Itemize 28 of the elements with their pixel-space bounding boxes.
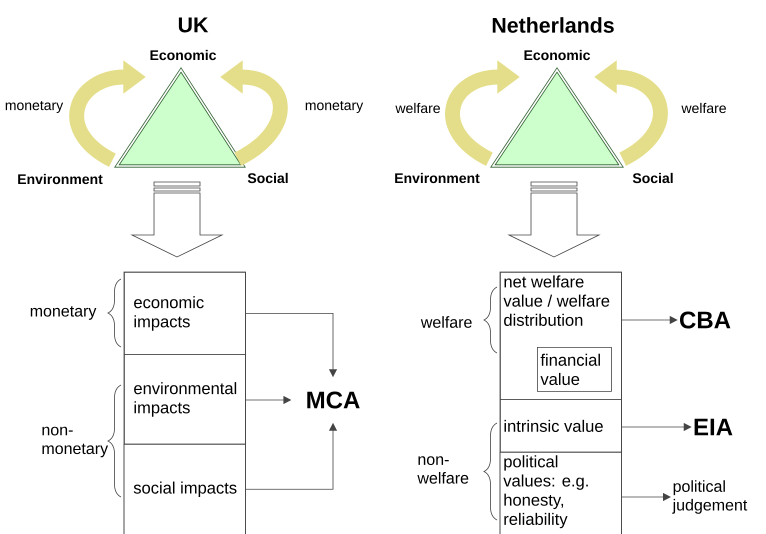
table-cell: economic impacts bbox=[124, 272, 246, 355]
vertex-label: Economic bbox=[150, 50, 216, 60]
panel-title: UK bbox=[178, 18, 208, 32]
table-cell: financial value bbox=[537, 347, 612, 392]
vertex-label: Environment bbox=[395, 172, 480, 184]
outcome-label: political judgement bbox=[672, 480, 748, 514]
table-cell: environmental impacts bbox=[124, 354, 246, 445]
edge-label: welfare bbox=[681, 102, 726, 114]
edge-label: monetary bbox=[306, 101, 364, 113]
table-cell: social impacts bbox=[124, 444, 246, 534]
block-arrow bbox=[507, 182, 601, 258]
vertex-label: Social bbox=[632, 172, 673, 184]
vertex-label: Environment bbox=[18, 174, 103, 184]
edge-label: monetary bbox=[6, 101, 64, 113]
block-arrow bbox=[130, 182, 224, 258]
method-label: CBA bbox=[680, 311, 730, 328]
vertex-label: Economic bbox=[524, 50, 590, 60]
brace-label: monetary bbox=[30, 306, 96, 320]
brace-label: non-welfare bbox=[417, 456, 468, 484]
table-cell: political values: e.g. honesty, reliability bbox=[500, 452, 622, 534]
method-label: MCA bbox=[307, 391, 360, 408]
brace-label: welfare bbox=[420, 316, 472, 328]
table-cell: intrinsic value bbox=[500, 399, 622, 453]
panel-title: Netherlands bbox=[492, 17, 614, 33]
edge-label: welfare bbox=[395, 102, 440, 114]
brace-label: non-monetary bbox=[42, 426, 108, 458]
vertex-label: Social bbox=[248, 172, 288, 184]
method-label: EIA bbox=[694, 418, 732, 436]
